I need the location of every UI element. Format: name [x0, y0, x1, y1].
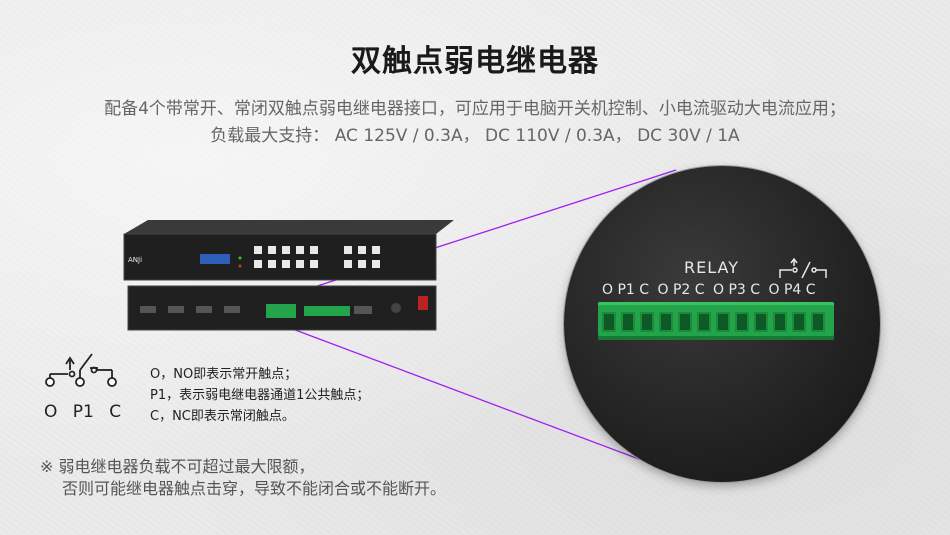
ac-rating: 125V / 0.3A，: [363, 126, 480, 146]
terminal-pin: [697, 312, 711, 332]
device-front-outline: [123, 233, 437, 281]
note-o: O，NO即表示常开触点；: [150, 367, 298, 382]
op-label-3: O P3 C: [713, 282, 761, 298]
warning-line-1: ※ 弱电继电器负载不可超过最大限额，: [40, 457, 315, 476]
dc-rating-1: 110V / 0.3A，: [515, 126, 632, 146]
subtitle: 配备4个带常开、常闭双触点弱电继电器接口，可应用于电脑开关机控制、小电流驱动大电…: [30, 96, 920, 150]
matrix-device-image: ANJi: [123, 220, 454, 331]
terminal-pin: [792, 312, 806, 332]
relay-label: RELAY: [684, 258, 739, 277]
terminal-pin: [754, 312, 768, 332]
terminal-pin: [602, 312, 616, 332]
dc-symbol-2: DC: [637, 126, 663, 146]
subtitle-line-2: 负载最大支持： AC 125V / 0.3A， DC 110V / 0.3A， …: [30, 123, 920, 150]
device-lcd: [200, 254, 230, 264]
note-c: C，NC即表示常闭触点。: [150, 409, 295, 424]
terminal-pin: [735, 312, 749, 332]
device-led-2: [238, 264, 242, 268]
warning-text: ※ 弱电继电器负载不可超过最大限额， 否则可能继电器触点击穿，导致不能闭合或不能…: [40, 456, 446, 500]
legend-label-o: O: [44, 402, 58, 422]
terminal-pin: [811, 312, 825, 332]
device-relay-terminal: [266, 304, 296, 318]
dc-symbol: DC: [485, 126, 510, 146]
relay-symbol-icon: [779, 257, 827, 279]
relay-terminal-block: [598, 302, 834, 340]
note-p1: P1，表示弱电继电器通道1公共触点；: [150, 388, 370, 403]
legend-labels: O P1 C: [44, 402, 131, 422]
terminal-pin: [773, 312, 787, 332]
terminal-pin: [716, 312, 730, 332]
device-front-face: [124, 234, 436, 280]
device-power-socket: [391, 303, 401, 313]
device-io-terminal: [304, 306, 350, 316]
terminal-pin: [659, 312, 673, 332]
subtitle-line-1: 配备4个带常开、常闭双触点弱电继电器接口，可应用于电脑开关机控制、小电流驱动大电…: [104, 99, 846, 119]
page-title: 双触点弱电继电器: [351, 44, 599, 79]
device-brand: ANJi: [128, 256, 142, 264]
relay-contact-diagram: [45, 353, 117, 387]
terminal-pin: [678, 312, 692, 332]
terminal-pin: [640, 312, 654, 332]
subtitle-prefix: 负载最大支持：: [210, 126, 330, 146]
device-top-face: [124, 220, 454, 234]
device-back-ports: [140, 306, 372, 314]
op-label-1: O P1 C: [602, 282, 650, 298]
legend-label-c: C: [109, 402, 122, 422]
device-buttons: [254, 246, 380, 268]
op-labels: O P1 C O P2 C O P3 C O P4 C: [602, 282, 820, 298]
dc-rating-2: 30V / 1A: [667, 126, 740, 146]
legend-label-p1: P1: [72, 402, 94, 422]
device-power-switch: [418, 296, 428, 310]
device-led-1: [238, 256, 242, 260]
warning-line-2: 否则可能继电器触点击穿，导致不能闭合或不能断开。: [62, 479, 447, 498]
op-label-4: O P4 C: [768, 282, 816, 298]
ac-symbol: AC: [334, 126, 358, 146]
terminal-pin: [621, 312, 635, 332]
op-label-2: O P2 C: [657, 282, 705, 298]
contact-notes: O，NO即表示常开触点； P1，表示弱电继电器通道1公共触点； C，NC即表示常…: [150, 364, 369, 427]
relay-zoom-view: RELAY O P1 C O P2 C O P3 C O P4 C: [564, 166, 880, 482]
